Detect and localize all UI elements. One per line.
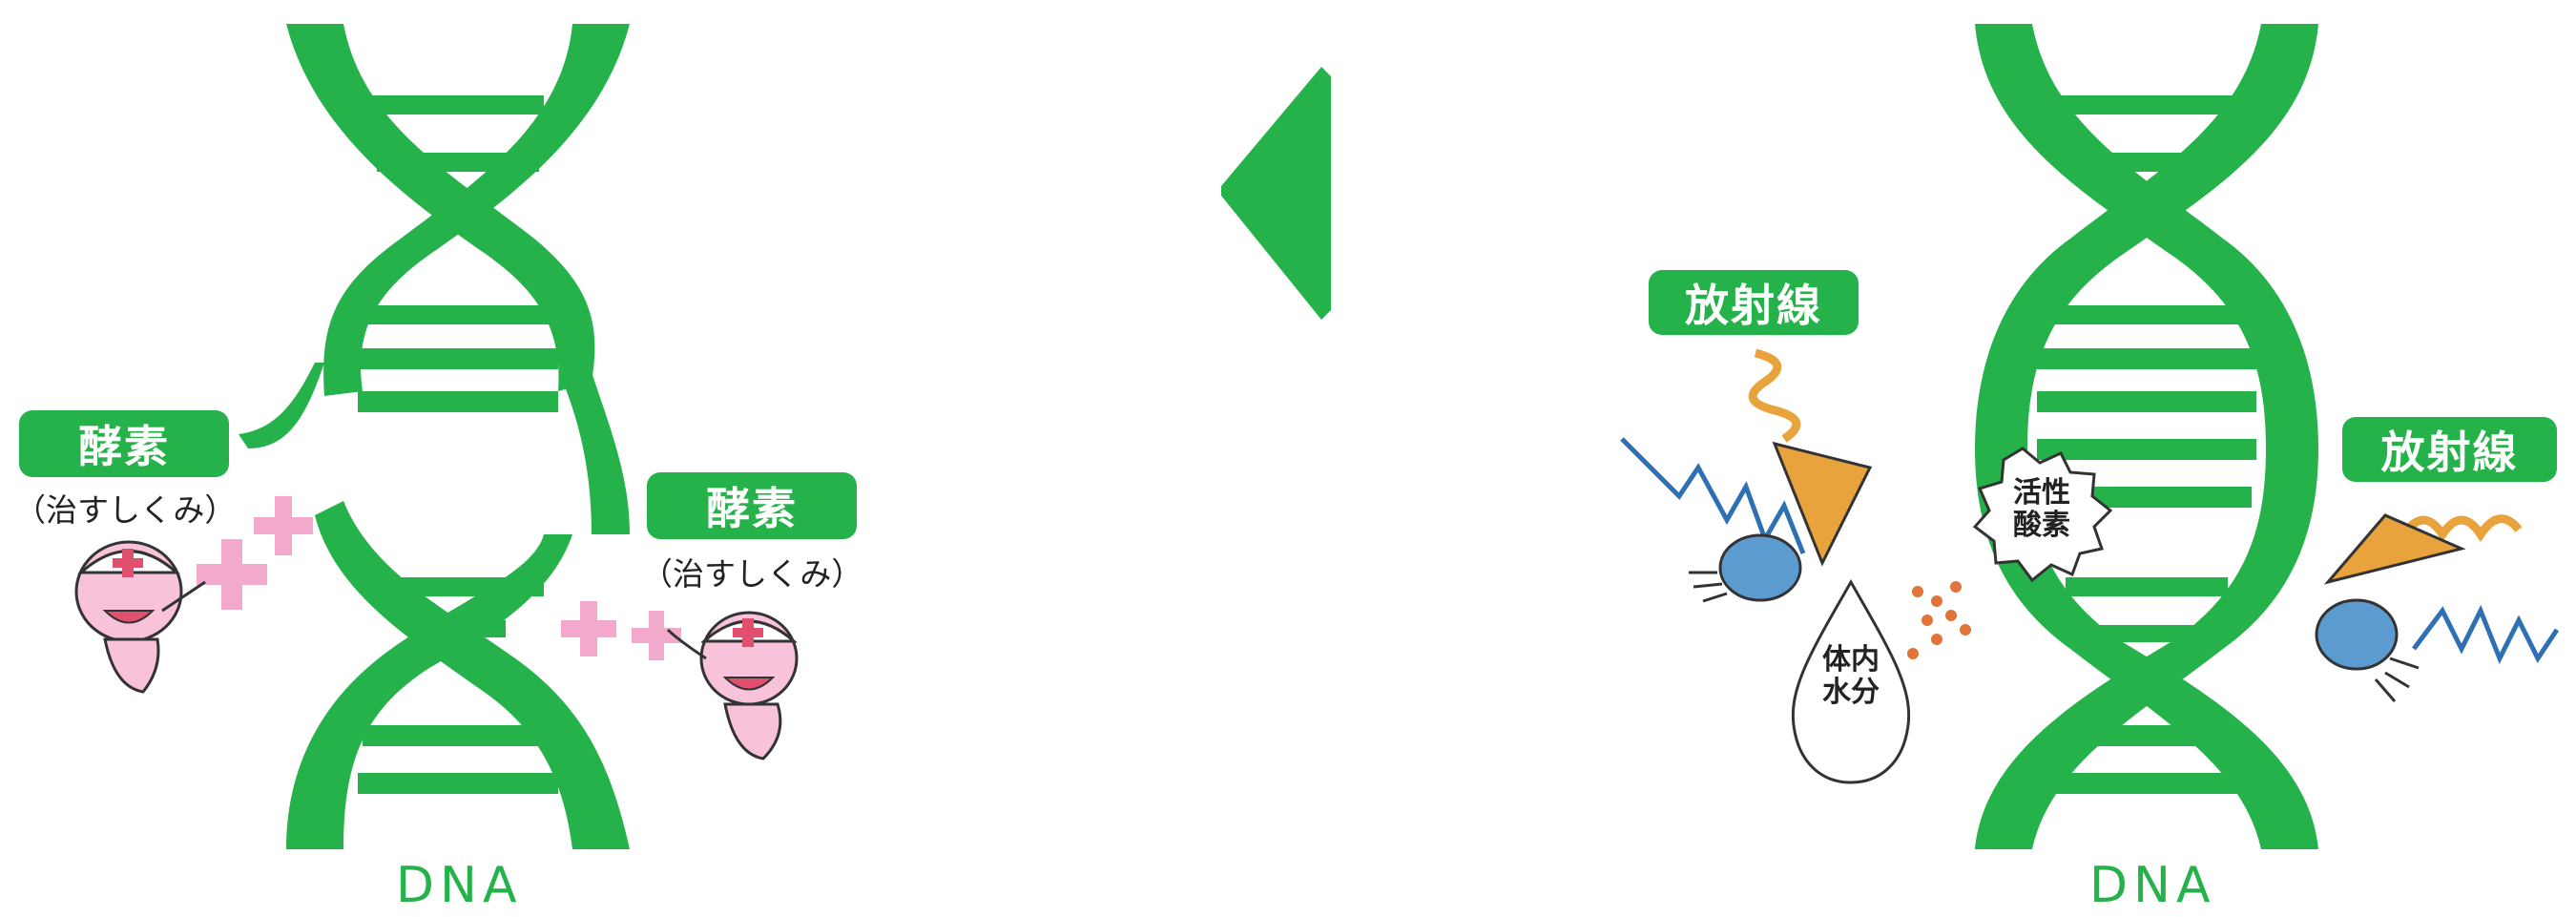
enzyme-label-2: 酵素 [647, 472, 857, 539]
radiation-wave-orange-icon [1753, 353, 1797, 439]
enzyme-label-1: 酵素 [19, 410, 229, 477]
blue-character-left [1720, 535, 1800, 600]
blue-character-right [2316, 600, 2397, 669]
dna-helix-right [1975, 24, 2318, 849]
dna-label-right: DNA [2089, 857, 2216, 914]
radiation-label-2: 放射線 [2342, 417, 2557, 482]
radiation-character-right [2328, 515, 2462, 582]
free-radical-dots [1907, 581, 1971, 659]
body-water-label: 体内 水分 [1808, 644, 1894, 709]
repair-caption-2: （治すしくみ） [641, 549, 862, 594]
left-arrow-icon [1221, 67, 1331, 320]
radiation-label-1: 放射線 [1649, 270, 1859, 335]
repair-caption-1: （治すしくみ） [14, 485, 236, 531]
reactive-oxygen-label: 活性 酸素 [1994, 477, 2089, 542]
radiation-wave-blue-icon [1622, 439, 1803, 553]
nurse-enzyme-character-right [668, 613, 797, 759]
nurse-enzyme-character-left [76, 542, 205, 692]
dna-label-left: DNA [396, 857, 523, 914]
dna-helix-left [239, 24, 630, 849]
radiation-wave-blue-right-icon [2414, 611, 2557, 658]
